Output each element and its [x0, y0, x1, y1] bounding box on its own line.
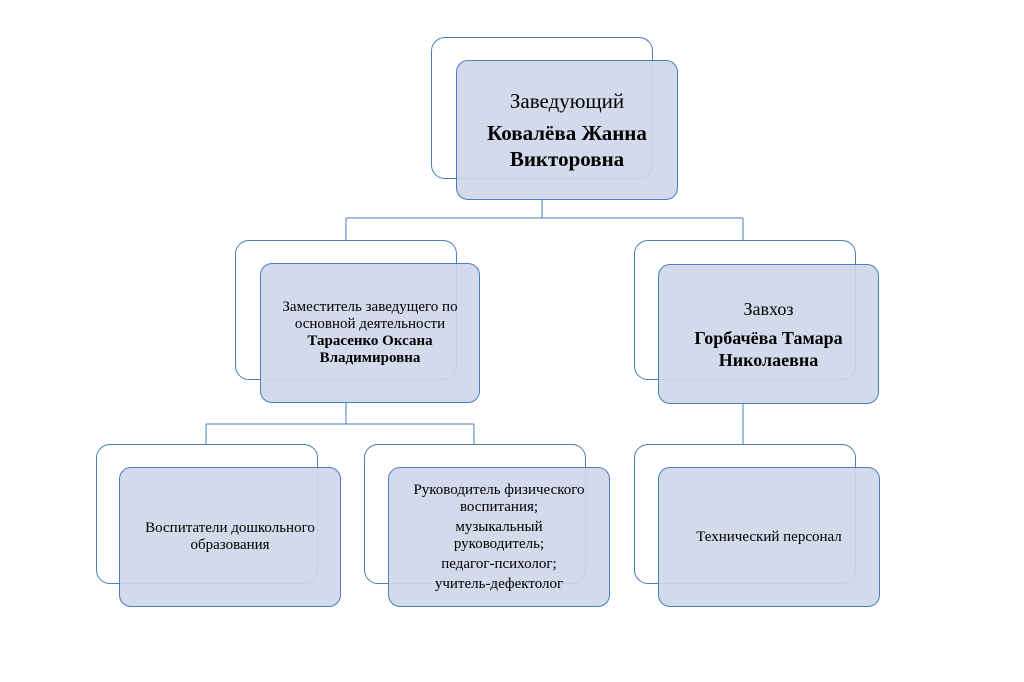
educators-title: Воспитатели дошкольного образования	[145, 520, 315, 553]
specialists-box[interactable]: Руководитель физического воспитания; муз…	[388, 467, 610, 607]
head-box[interactable]: Заведующий Ковалёва Жанна Викторовна	[456, 60, 678, 200]
supply-title: Завхоз	[743, 298, 794, 319]
deputy-box[interactable]: Заместитель заведущего по основной деяте…	[260, 263, 480, 403]
specialist-line-1: Руководитель физического воспитания;	[413, 481, 585, 515]
supply-box[interactable]: Завхоз Горбачёва Тамара Николаевна	[658, 264, 879, 404]
deputy-title: Заместитель заведущего по основной деяте…	[282, 299, 458, 332]
deputy-name: Тарасенко Оксана Владимировна	[307, 333, 433, 366]
supply-name: Горбачёва Тамара Николаевна	[694, 327, 843, 370]
technical-box[interactable]: Технический персонал	[658, 467, 880, 607]
specialist-line-4: учитель-дефектолог	[434, 575, 564, 592]
head-name: Ковалёва Жанна Викторовна	[487, 121, 647, 171]
educators-box[interactable]: Воспитатели дошкольного образования	[119, 467, 341, 607]
head-title: Заведующий	[509, 89, 625, 113]
specialist-line-2: музыкальный руководитель;	[453, 518, 545, 552]
technical-title: Технический персонал	[696, 528, 842, 545]
specialist-line-3: педагог-психолог;	[441, 555, 557, 572]
